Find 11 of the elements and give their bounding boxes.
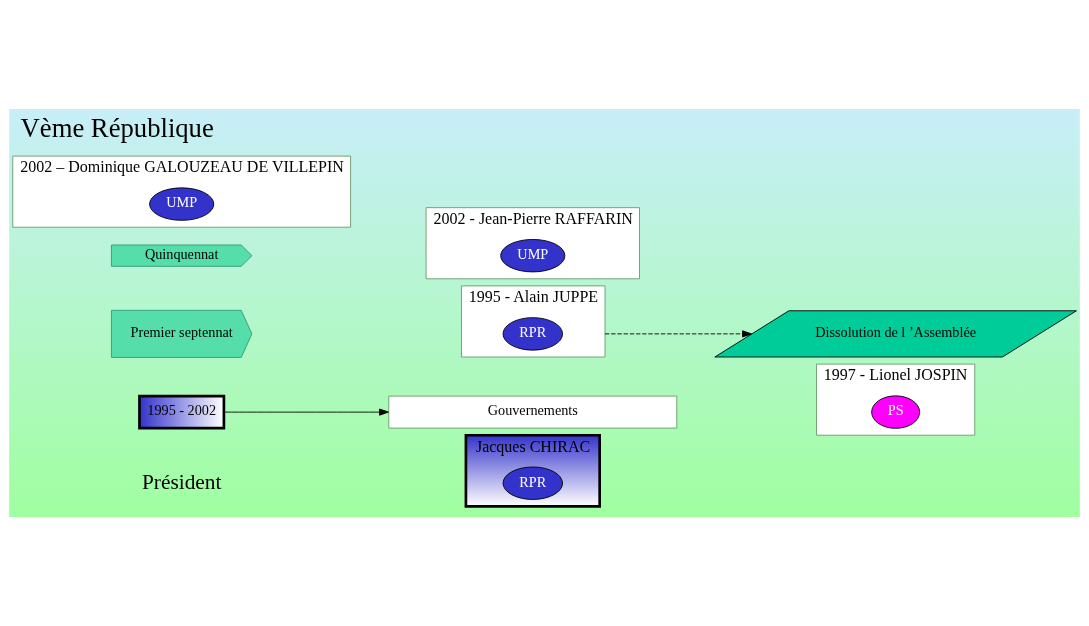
diagram-title: Vème République [20, 113, 214, 144]
node-ellipse: RPR [502, 466, 563, 500]
node-ellipse: UMP [149, 187, 215, 221]
arrow [604, 330, 752, 338]
node-box: Gouvernements [388, 395, 678, 429]
node-ellipse: RPR [502, 317, 563, 351]
node-ellipse: PS [871, 395, 921, 429]
label: Président [141, 469, 222, 494]
arrow [223, 408, 389, 416]
node-ellipse: UMP [500, 239, 566, 273]
node-box: 1995 - 2002 [138, 394, 226, 430]
